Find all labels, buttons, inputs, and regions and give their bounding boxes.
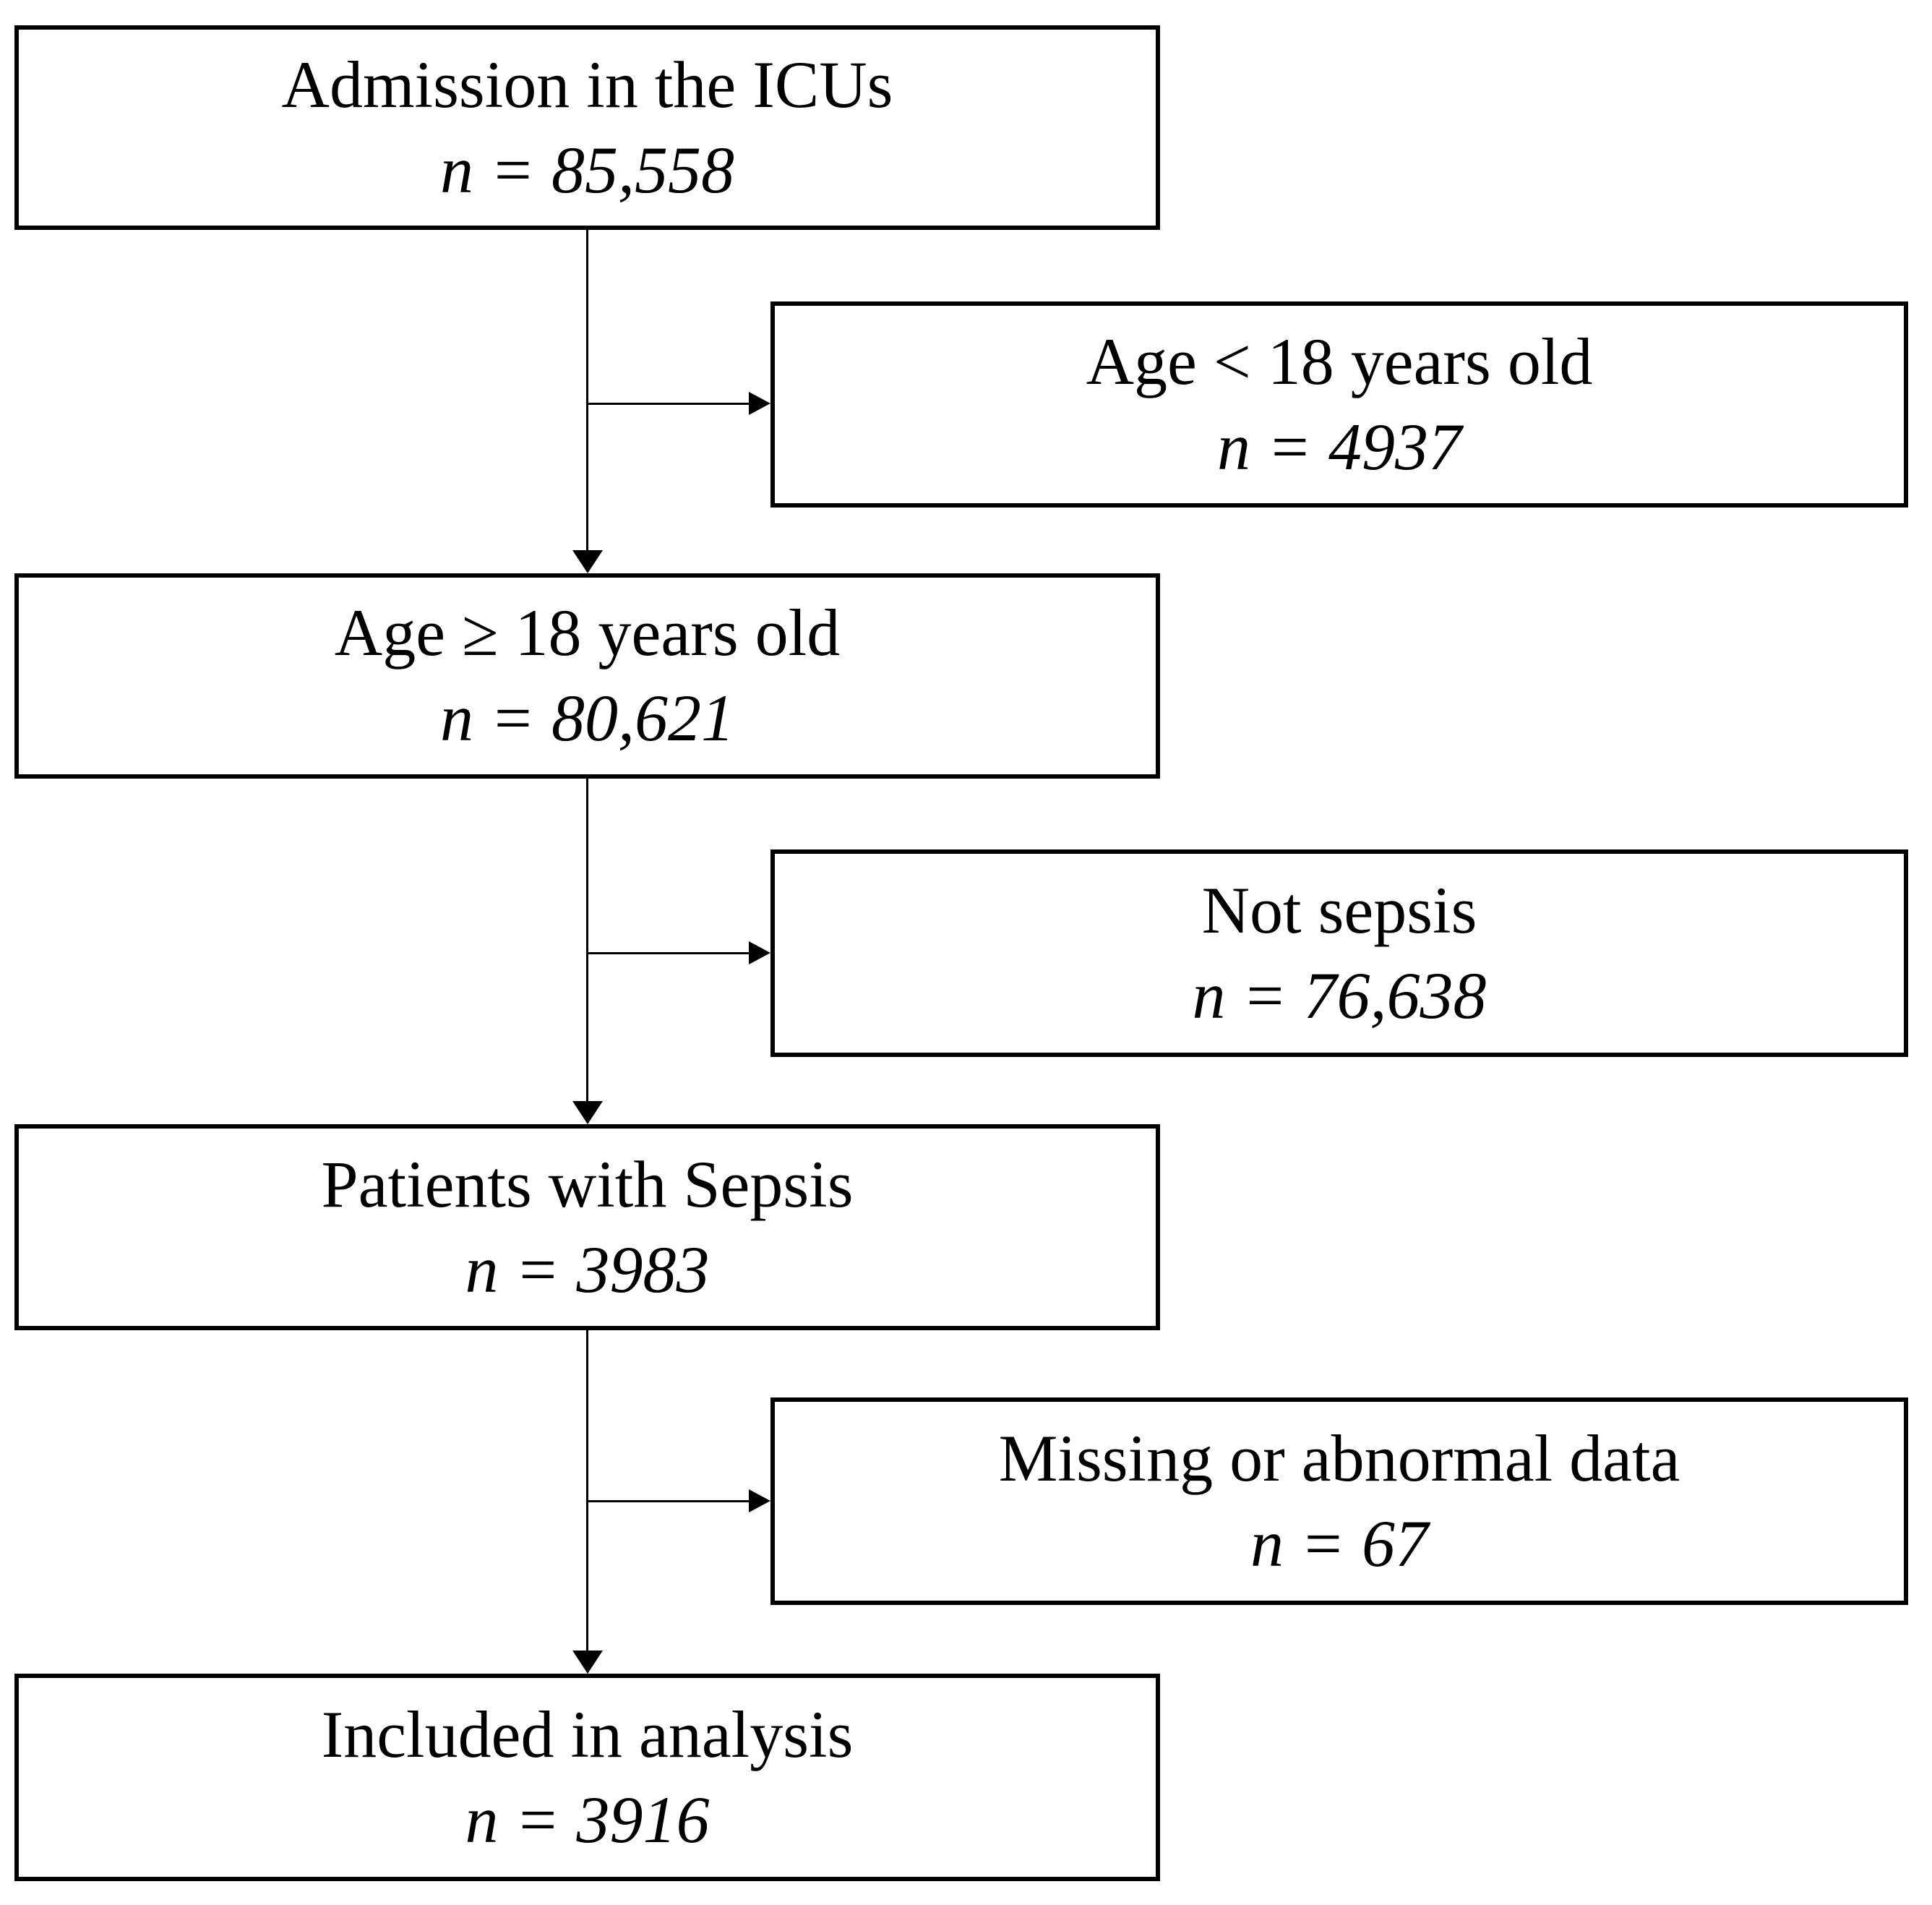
arrowhead-right-icon <box>749 1489 770 1512</box>
node-count: n = 85,558 <box>439 132 735 207</box>
node-age-lt-18-excluded: Age < 18 years old n = 4937 <box>770 301 1908 508</box>
node-count: n = 4937 <box>1216 409 1462 484</box>
arrowhead-down-icon <box>572 1101 603 1124</box>
arrowhead-down-icon <box>572 1651 603 1674</box>
node-count: n = 3983 <box>465 1232 710 1306</box>
node-label: Age < 18 years old <box>1086 324 1593 398</box>
arrowhead-down-icon <box>572 550 603 573</box>
branch-line-not-sepsis <box>587 952 749 954</box>
node-label: Included in analysis <box>321 1697 854 1771</box>
node-patients-with-sepsis: Patients with Sepsis n = 3983 <box>14 1124 1160 1330</box>
node-label: Not sepsis <box>1201 873 1477 947</box>
node-not-sepsis-excluded: Not sepsis n = 76,638 <box>770 849 1908 1057</box>
arrowhead-right-icon <box>749 941 770 964</box>
node-label: Age ≥ 18 years old <box>334 596 841 670</box>
node-label: Admission in the ICUs <box>281 47 893 121</box>
flow-line-vertical-1 <box>586 230 588 550</box>
flow-line-vertical-3 <box>586 1330 588 1651</box>
node-label: Patients with Sepsis <box>321 1147 854 1221</box>
node-admission-icu: Admission in the ICUs n = 85,558 <box>14 25 1160 230</box>
arrowhead-right-icon <box>749 392 770 415</box>
branch-line-missing-data <box>587 1500 749 1502</box>
node-included-in-analysis: Included in analysis n = 3916 <box>14 1674 1160 1881</box>
branch-line-age-lt-18 <box>587 403 749 405</box>
node-count: n = 76,638 <box>1192 958 1487 1032</box>
node-count: n = 3916 <box>465 1782 710 1857</box>
node-age-ge-18: Age ≥ 18 years old n = 80,621 <box>14 573 1160 779</box>
node-label: Missing or abnormal data <box>998 1421 1680 1495</box>
node-count: n = 80,621 <box>439 681 735 755</box>
node-missing-abnormal-data-excluded: Missing or abnormal data n = 67 <box>770 1397 1908 1605</box>
node-count: n = 67 <box>1250 1506 1429 1580</box>
flow-line-vertical-2 <box>586 779 588 1101</box>
